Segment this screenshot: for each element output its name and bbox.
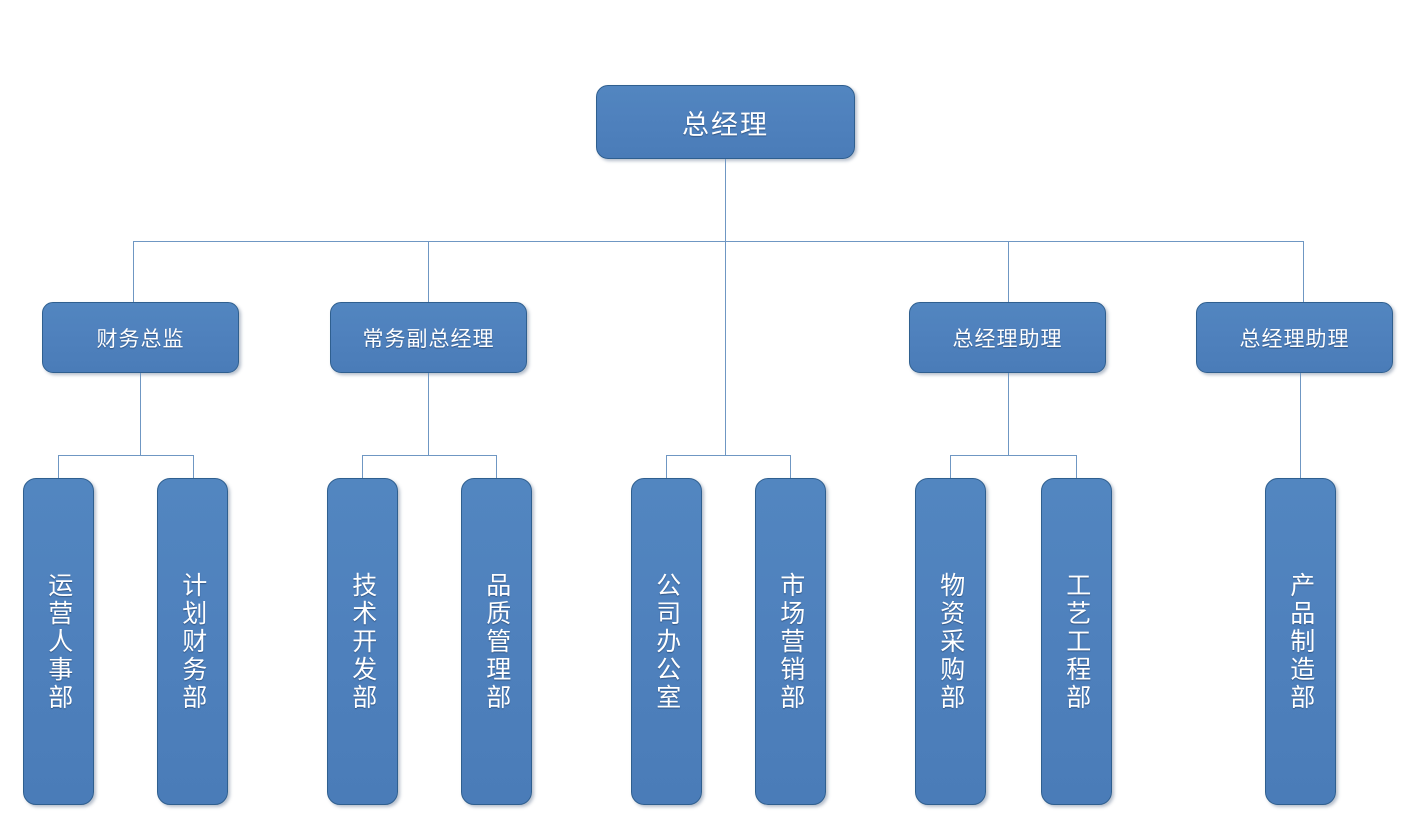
connector-gm-direct-split-bar xyxy=(666,455,790,456)
connector-to-operations-hr xyxy=(58,455,59,478)
node-planning-finance-department[interactable]: 计划财务部 xyxy=(157,478,228,805)
node-label: 常务副总经理 xyxy=(362,326,495,351)
connector-bus-to-assistant-1 xyxy=(1008,241,1009,302)
connector-to-company-office xyxy=(666,455,667,478)
connector-finance-director-drop xyxy=(140,373,141,455)
connector-level2-bus xyxy=(133,241,1304,242)
node-label: 技术开发部 xyxy=(348,571,378,712)
connector-bus-to-finance-director xyxy=(133,241,134,302)
node-gm-assistant-1[interactable]: 总经理助理 xyxy=(909,302,1106,373)
node-product-manufacturing-department[interactable]: 产品制造部 xyxy=(1265,478,1336,805)
connector-root-drop xyxy=(725,159,726,241)
node-gm-assistant-2[interactable]: 总经理助理 xyxy=(1196,302,1393,373)
node-materials-procurement-department[interactable]: 物资采购部 xyxy=(915,478,986,805)
node-label: 总经理助理 xyxy=(1239,326,1350,351)
connector-to-tech-development xyxy=(362,455,363,478)
node-marketing-department[interactable]: 市场营销部 xyxy=(755,478,826,805)
node-finance-director[interactable]: 财务总监 xyxy=(42,302,239,373)
connector-to-process-engineering xyxy=(1076,455,1077,478)
connector-to-planning-finance xyxy=(193,455,194,478)
node-label: 品质管理部 xyxy=(482,571,512,712)
connector-assistant-1-split-bar xyxy=(950,455,1076,456)
node-label: 运营人事部 xyxy=(44,571,74,712)
node-label: 产品制造部 xyxy=(1286,571,1316,712)
node-technology-development-department[interactable]: 技术开发部 xyxy=(327,478,398,805)
connector-assistant-1-drop xyxy=(1008,373,1009,455)
node-company-office[interactable]: 公司办公室 xyxy=(631,478,702,805)
connector-bus-to-executive-vp xyxy=(428,241,429,302)
node-label: 市场营销部 xyxy=(776,571,806,712)
node-label: 计划财务部 xyxy=(178,571,208,712)
node-quality-management-department[interactable]: 品质管理部 xyxy=(461,478,532,805)
connector-assistant-2-drop xyxy=(1300,373,1301,478)
node-label: 公司办公室 xyxy=(652,571,682,712)
connector-executive-vp-split-bar xyxy=(362,455,496,456)
node-label: 总经理 xyxy=(682,109,769,141)
connector-bus-to-assistant-2 xyxy=(1303,241,1304,302)
node-label: 总经理助理 xyxy=(952,326,1063,351)
node-general-manager[interactable]: 总经理 xyxy=(596,85,855,159)
node-label: 物资采购部 xyxy=(936,571,966,712)
node-label: 财务总监 xyxy=(96,326,185,351)
node-executive-vice-general-manager[interactable]: 常务副总经理 xyxy=(330,302,527,373)
connector-to-procurement xyxy=(950,455,951,478)
node-label: 工艺工程部 xyxy=(1062,571,1092,712)
node-operations-hr-department[interactable]: 运营人事部 xyxy=(23,478,94,805)
connector-executive-vp-drop xyxy=(428,373,429,455)
connector-to-quality-management xyxy=(496,455,497,478)
connector-finance-split-bar xyxy=(58,455,193,456)
node-process-engineering-department[interactable]: 工艺工程部 xyxy=(1041,478,1112,805)
connector-root-center-spine xyxy=(725,241,726,456)
connector-to-marketing xyxy=(790,455,791,478)
